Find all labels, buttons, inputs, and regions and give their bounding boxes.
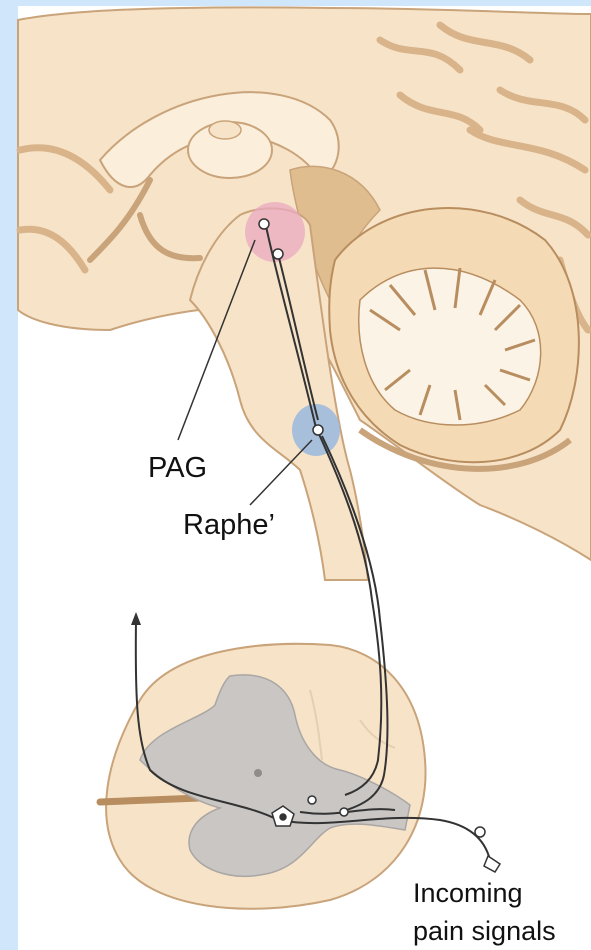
pag-label: PAG xyxy=(148,452,207,484)
sensory-neuron-body xyxy=(475,827,485,837)
ascending-arrow-icon xyxy=(131,612,141,625)
pag-neuron-2 xyxy=(273,249,283,259)
raphe-neuron xyxy=(313,425,323,435)
brain-sagittal-section xyxy=(18,7,591,580)
incoming-label-line2: pain signals xyxy=(413,916,556,946)
sensory-receptor-icon xyxy=(484,856,500,872)
cerebellum xyxy=(329,208,579,469)
pag-neuron-1 xyxy=(259,219,269,229)
incoming-label-line1: Incoming xyxy=(413,878,523,908)
spinal-cord-section xyxy=(100,644,426,909)
raphe-label: Raphe’ xyxy=(183,509,275,541)
frame-left xyxy=(0,0,18,950)
central-canal xyxy=(254,769,262,777)
frame-top xyxy=(0,0,591,6)
dorsal-horn-neuron-2 xyxy=(340,808,348,816)
dorsal-horn-neuron-1 xyxy=(308,796,316,804)
